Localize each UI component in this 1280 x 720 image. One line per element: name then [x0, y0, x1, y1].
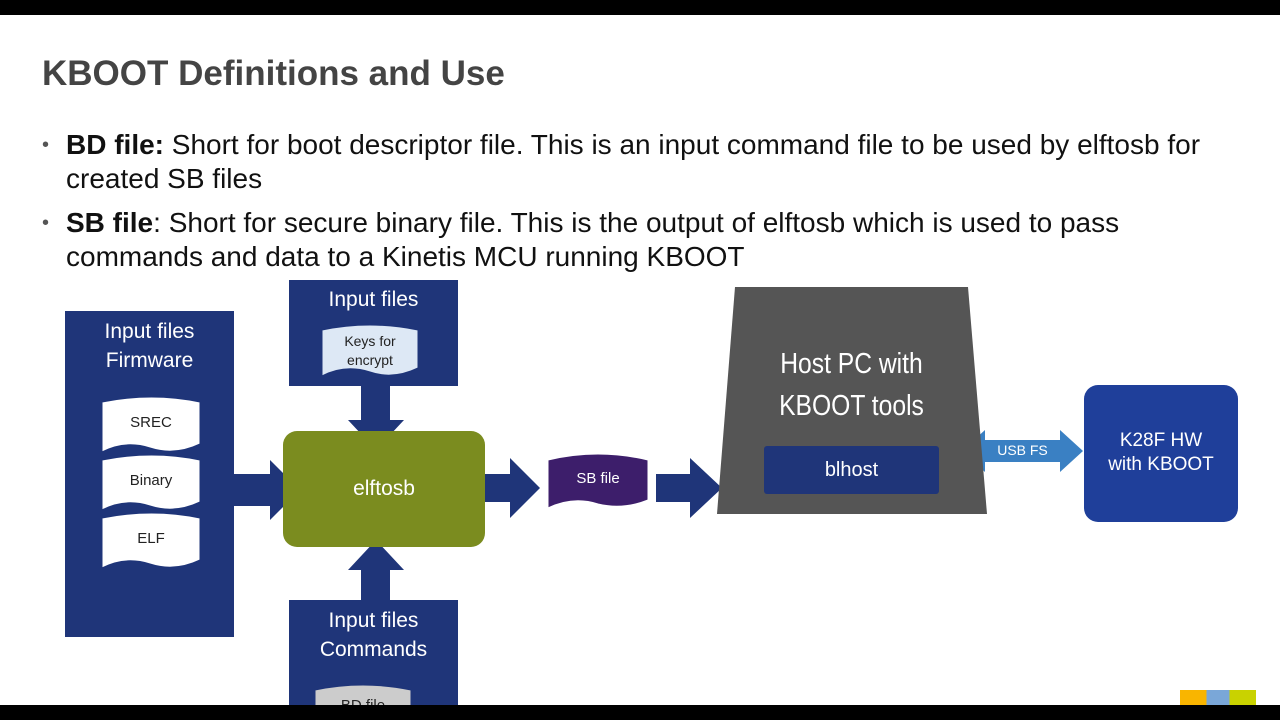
- arrow-commands-to-elftosb: [348, 540, 404, 600]
- arrow-sb-to-host: [656, 458, 722, 518]
- bottom-black-bar: [0, 705, 1280, 720]
- doc-bd-file: BD file: [340, 697, 386, 707]
- bullet-text: : Short for secure binary file. This is …: [66, 207, 1120, 272]
- box-label: Firmware: [105, 349, 194, 372]
- bullet-dot: •: [42, 134, 50, 156]
- elftosb-box: elftosb: [283, 431, 485, 547]
- bullet-term: BD file:: [66, 129, 164, 160]
- arrow-elftosb-to-sb: [485, 458, 540, 518]
- bullet-sb-file: • SB file: Short for secure binary file.…: [42, 206, 1246, 274]
- bullet-term: SB file: [66, 207, 154, 238]
- nxp-logo: [1180, 690, 1256, 706]
- top-black-bar: [0, 0, 1280, 15]
- blhost-box: blhost: [764, 446, 939, 494]
- bullet-dot: •: [42, 212, 50, 234]
- sb-file-doc: SB file: [576, 470, 620, 487]
- box-label: Input files: [104, 320, 195, 343]
- bullet-text: Short for boot descriptor file. This is …: [66, 129, 1201, 194]
- usb-fs-label: USB FS: [997, 442, 1048, 458]
- host-pc-label: Host PC with KBOOT tools: [779, 348, 924, 422]
- slide-title: KBOOT Definitions and Use: [42, 54, 505, 93]
- box-label: Commands: [319, 638, 428, 661]
- k28f-board-box: K28F HW with KBOOT: [1084, 385, 1238, 522]
- box-label: Input files: [328, 609, 419, 632]
- box-label: Input files: [328, 288, 419, 311]
- arrow-usb-fs: [962, 430, 1083, 472]
- bullet-bd-file: • BD file: Short for boot descriptor fil…: [42, 128, 1246, 196]
